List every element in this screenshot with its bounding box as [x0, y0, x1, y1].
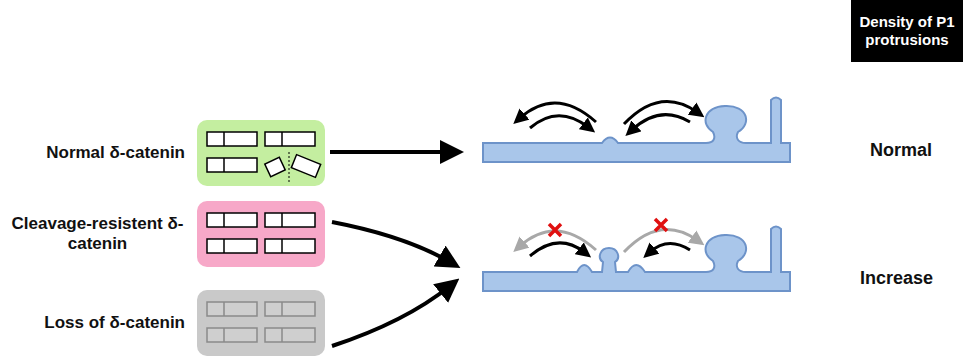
turnover-arrow	[632, 115, 690, 130]
condition-label: Loss of δ-catenin	[44, 313, 185, 333]
pointer-arrow	[332, 222, 450, 262]
turnover-arrow	[530, 243, 584, 256]
dendrite-normal	[483, 98, 790, 163]
condition-box: Cleavage-resistent δ-catenin	[197, 201, 325, 267]
condition-box: Loss of δ-catenin	[197, 290, 325, 356]
condition-label: Normal δ-catenin	[46, 143, 185, 163]
header-text: Density of P1 protrusions	[859, 13, 955, 49]
pointer-arrow	[332, 286, 450, 346]
dendrite-altered	[483, 227, 790, 292]
turnover-arrow	[530, 116, 588, 128]
density-result: Increase	[860, 268, 933, 289]
turnover-arrow-blocked	[624, 229, 697, 252]
density-result: Normal	[870, 140, 932, 161]
pointer-arrow	[330, 150, 452, 154]
block-cross	[549, 219, 667, 236]
turnover-arrow	[520, 103, 596, 122]
condition-label: Cleavage-resistent δ-catenin	[10, 214, 185, 255]
condition-box: Normal δ-catenin	[197, 120, 325, 186]
header-box: Density of P1 protrusions	[851, 0, 963, 62]
turnover-arrow	[650, 243, 690, 252]
